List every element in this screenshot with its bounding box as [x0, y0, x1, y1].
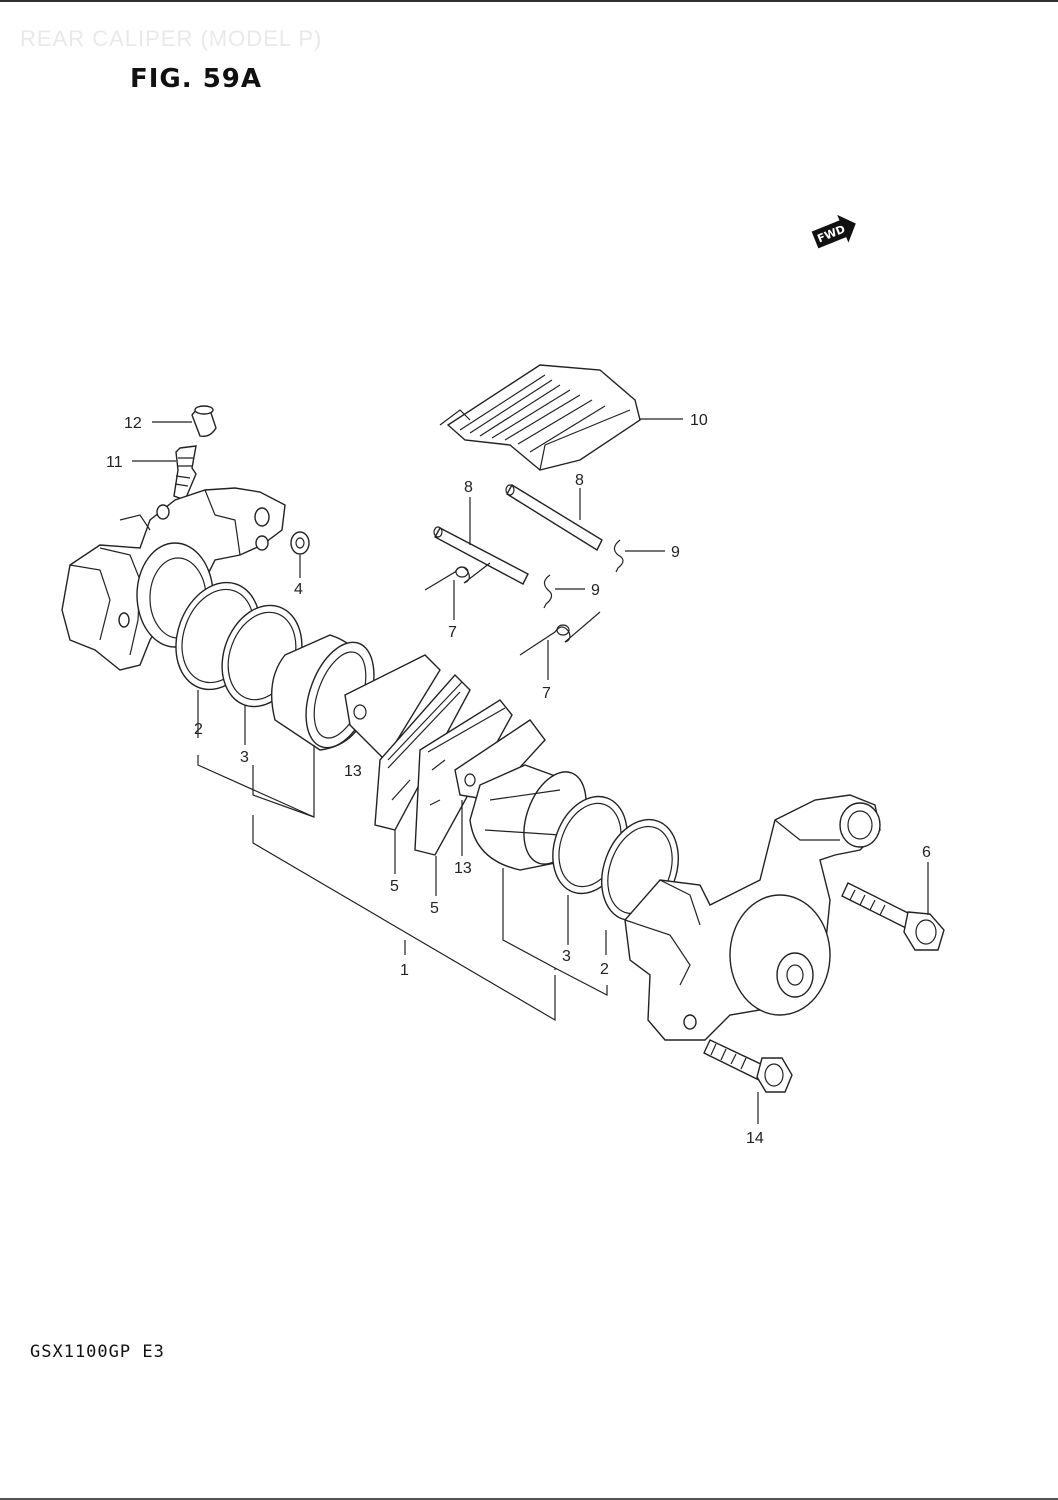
callout-9-lower: 9 — [591, 582, 600, 599]
callout-2-right: 2 — [600, 961, 609, 978]
caliper-bolt-part-6 — [841, 882, 945, 951]
callout-5-right: 5 — [430, 900, 439, 917]
callout-7-lower: 7 — [542, 685, 551, 702]
callout-12: 12 — [124, 415, 142, 432]
callout-6: 6 — [922, 844, 931, 861]
pad-spring-part-7-lower — [519, 611, 601, 656]
bottom-border — [0, 1498, 1058, 1500]
callout-5-left: 5 — [390, 878, 399, 895]
bleeder-valve-part-11 — [173, 445, 197, 501]
callout-10: 10 — [690, 412, 708, 429]
bleeder-cap-part-12 — [191, 405, 217, 438]
faded-section-title: REAR CALIPER (MODEL P) — [20, 26, 323, 51]
callout-8-right: 8 — [575, 472, 584, 489]
callout-14: 14 — [746, 1130, 764, 1147]
caliper-body-right-half — [624, 794, 881, 1041]
callout-9-upper: 9 — [671, 544, 680, 561]
pad-cover-part-10 — [439, 364, 641, 471]
callout-11: 11 — [106, 454, 123, 471]
pin-clip-part-9-lower — [543, 574, 553, 609]
callout-7-upper: 7 — [448, 624, 457, 641]
top-border — [0, 0, 1058, 2]
callout-3-left: 3 — [240, 749, 249, 766]
callout-13-left: 13 — [344, 763, 362, 780]
figure-title: FIG. 59A — [130, 64, 263, 94]
caliper-bolt-part-14 — [703, 1039, 793, 1093]
callout-1: 1 — [400, 962, 409, 979]
forward-direction-badge: FWD — [811, 214, 856, 249]
callout-13-right: 13 — [454, 860, 472, 877]
pad-spring-part-7-upper — [424, 562, 491, 591]
callout-numbers: 12 11 4 10 8 8 9 9 7 7 2 3 13 5 5 13 3 2… — [106, 412, 931, 1147]
pad-shim-left-part-13 — [344, 654, 441, 762]
callout-leader-lines — [132, 418, 929, 1124]
callout-3-right: 3 — [562, 948, 571, 965]
pad-pin-part-8-upper — [505, 484, 603, 552]
callout-8-left: 8 — [464, 479, 473, 496]
pad-pin-part-8-lower — [433, 526, 529, 585]
callout-4: 4 — [294, 581, 303, 598]
model-code-label: GSX1100GP E3 — [30, 1342, 165, 1362]
pin-clip-part-9-upper — [613, 539, 624, 573]
washer-part-4 — [290, 531, 310, 555]
callout-2-left: 2 — [194, 721, 203, 738]
